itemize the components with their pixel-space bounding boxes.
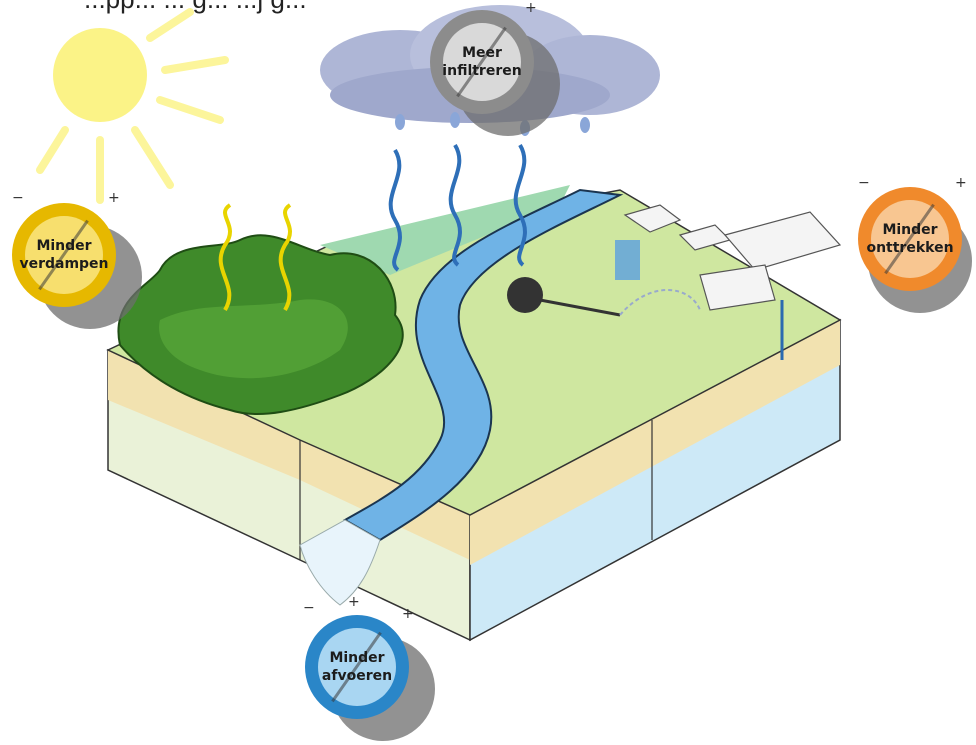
- knob-minder-afvoeren: Minder afvoeren: [305, 615, 435, 745]
- plus-sign: +: [108, 190, 120, 206]
- water-level-marker: [615, 240, 640, 280]
- plus-sign: +: [955, 175, 967, 191]
- knob-minder-onttrekken: Minder onttrekken: [858, 187, 976, 317]
- knob-label-line1: Meer: [462, 45, 502, 61]
- forest: [117, 234, 404, 416]
- sprinkler-pump: [507, 277, 701, 317]
- knob-meer-infiltreren: Meer infiltreren: [430, 10, 560, 140]
- knob-label-line2: verdampen: [19, 256, 109, 272]
- farm-buildings: [623, 204, 842, 311]
- knob-label-line1: Minder: [36, 238, 92, 254]
- knob-label-line1: Minder: [882, 222, 938, 238]
- waterfall: [299, 519, 381, 606]
- plus-sign: +: [525, 0, 537, 16]
- evaporation-arrows: [218, 203, 292, 312]
- minus-sign: −: [858, 175, 870, 191]
- knob-label-line1: Minder: [329, 650, 385, 666]
- infiltration-arrows: [388, 143, 527, 272]
- minus-sign: −: [12, 190, 24, 206]
- knob-label: Minder onttrekken: [858, 187, 962, 291]
- top-caption: ...pp... ... g... ...j g...: [84, 0, 307, 15]
- minus-sign: −: [303, 600, 315, 616]
- knob-label: Meer infiltreren: [430, 10, 534, 114]
- sun-icon: [36, 8, 229, 204]
- plus-sign: +: [348, 594, 360, 610]
- knob-label-line2: infiltreren: [442, 63, 522, 79]
- soil-block: [107, 318, 841, 642]
- knob-label: Minder verdampen: [12, 203, 116, 307]
- plus-sign: +: [402, 606, 414, 622]
- knob-minder-verdampen: Minder verdampen: [12, 203, 142, 333]
- knob-label: Minder afvoeren: [305, 615, 409, 719]
- knob-label-line2: afvoeren: [321, 668, 393, 684]
- knob-label-line2: onttrekken: [866, 240, 954, 256]
